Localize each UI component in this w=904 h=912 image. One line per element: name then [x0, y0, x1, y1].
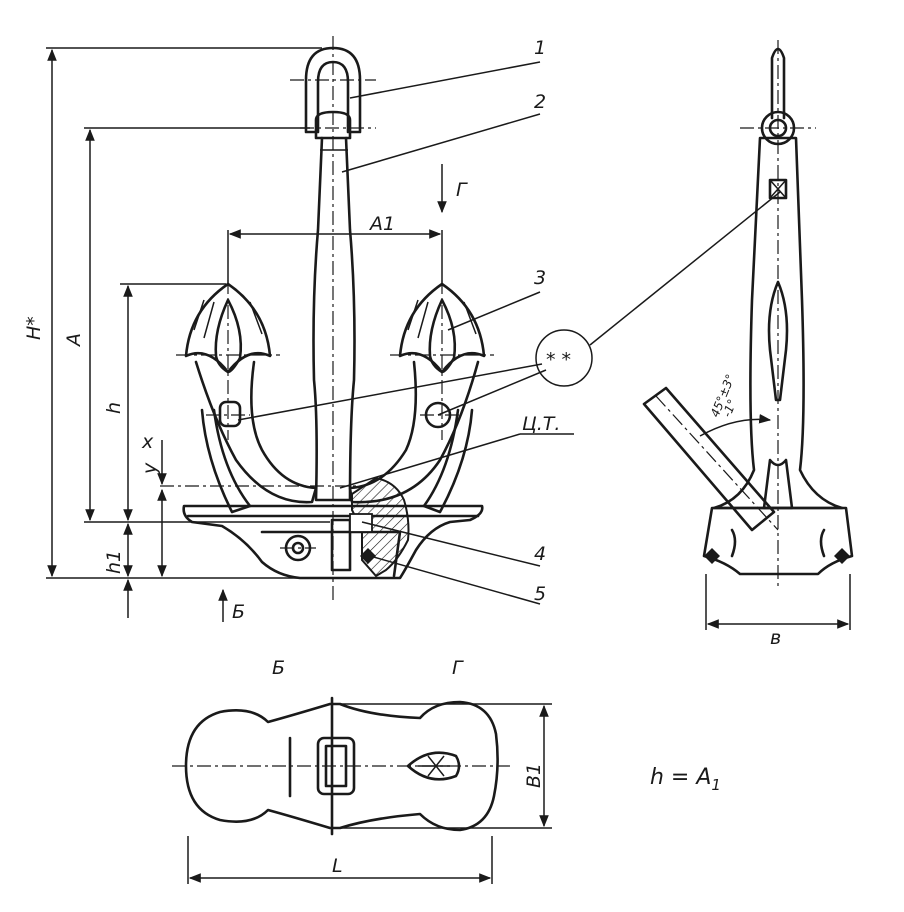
view-B-arrow-label: Б — [232, 601, 245, 623]
dim-L-label: L — [332, 855, 343, 877]
dim-A1-label: A1 — [368, 213, 395, 235]
angle-tol-label: -1° — [720, 397, 740, 419]
bottom-view — [172, 696, 552, 884]
callout-4-label: 4 — [534, 543, 546, 565]
dim-x-label: x — [141, 431, 154, 453]
detail-marks-label: * * — [546, 349, 571, 371]
callout-2-label: 2 — [534, 91, 546, 113]
callout-leaders — [237, 61, 781, 605]
right-arm — [348, 360, 480, 504]
center-of-gravity-label: Ц.Т. — [522, 413, 560, 435]
shackle — [304, 46, 362, 134]
formula-left: h = A — [650, 765, 711, 790]
dimension-lines — [46, 47, 447, 622]
view-B-title: Б — [272, 657, 285, 679]
callout-5-label: 5 — [534, 583, 546, 605]
dim-v-label: в — [770, 627, 781, 649]
callout-3-label: 3 — [534, 267, 546, 289]
dim-H-label: H* — [23, 316, 45, 340]
dim-y-label: y — [139, 462, 161, 475]
dim-h1-label: h1 — [103, 550, 125, 574]
formula-sub: 1 — [711, 776, 721, 794]
crown — [182, 504, 484, 580]
side-view — [642, 40, 854, 630]
callout-1-label: 1 — [534, 37, 546, 59]
left-arm — [194, 360, 318, 504]
view-G-arrow-label: Г — [456, 179, 468, 201]
front-view — [160, 36, 494, 600]
formula-label: h = A1 — [650, 765, 721, 794]
view-G-title: Г — [452, 657, 464, 679]
dim-A-label: A — [63, 333, 85, 348]
dim-B1-label: B1 — [523, 763, 545, 788]
detail-circle — [535, 329, 593, 387]
shank — [312, 136, 356, 502]
dim-h-label: h — [103, 402, 125, 414]
